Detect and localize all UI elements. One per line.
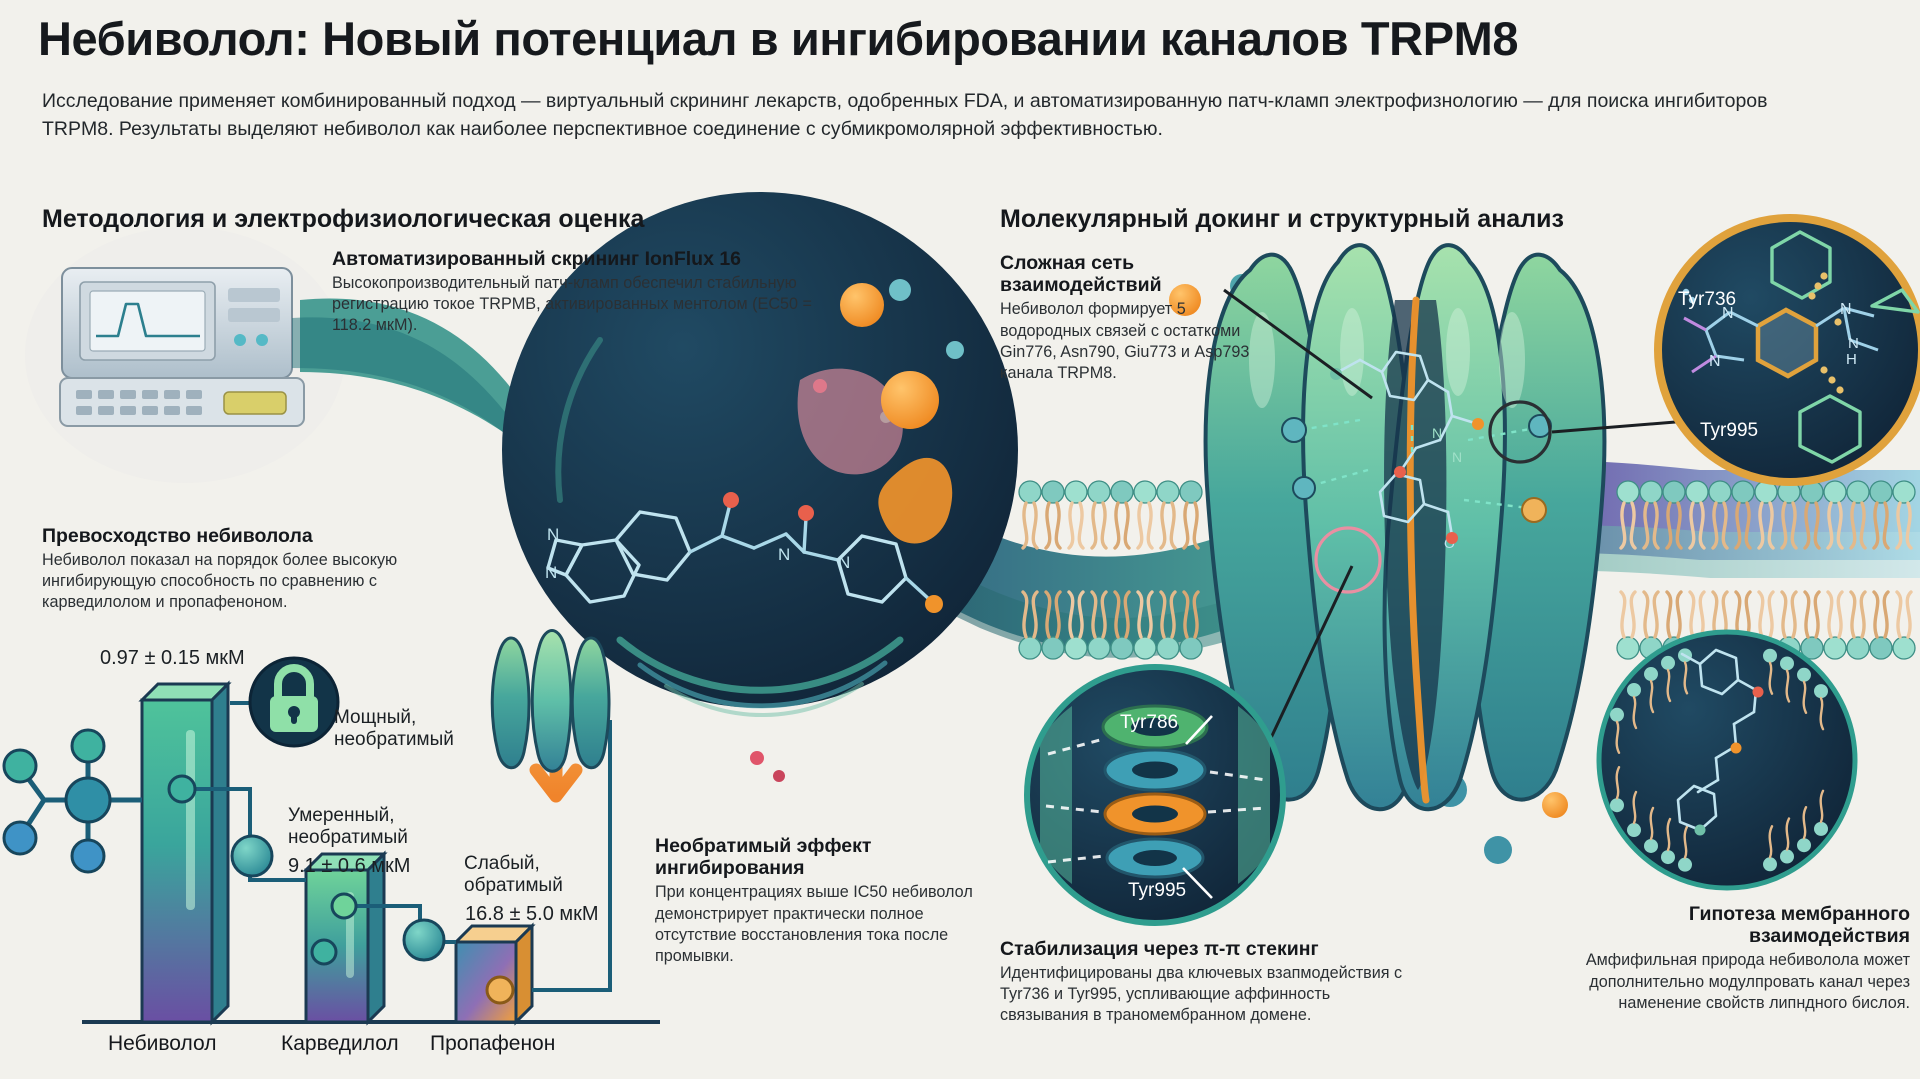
membrane-hypothesis-inset xyxy=(1596,629,1858,891)
molecule-cluster-icon xyxy=(2,728,142,874)
small-channel-icon xyxy=(490,629,611,773)
bar-category-carvedilol: Карведилол xyxy=(281,1032,399,1055)
block-membrane-title: Гипотеза мембранного взаимодействия xyxy=(1688,903,1910,948)
bar-category-propafenone: Пропафенон xyxy=(430,1032,556,1055)
page-subtitle: Исследование применяет комбинированный п… xyxy=(42,90,1768,140)
block-interaction-network: Сложная сеть взаимодействий Небиволол фо… xyxy=(1000,252,1250,384)
trpm8-channel-graphic: N N O xyxy=(1203,243,1607,812)
inset-label-tyr995-top: Tyr995 xyxy=(1700,420,1759,441)
block-superiority: Превосходство небиволола Небиволол показ… xyxy=(42,525,442,613)
block-membrane-hypothesis: Гипотеза мембранного взаимодействия Амфи… xyxy=(1565,903,1910,1014)
block-irreversible-title: Необратимый эффект ингибирования xyxy=(655,835,872,880)
svg-text:N: N xyxy=(1432,425,1442,441)
section-heading-docking: Молекулярный докинг и структурный анализ xyxy=(1000,205,1564,233)
svg-text:H: H xyxy=(1846,351,1857,368)
svg-text:N: N xyxy=(778,545,790,564)
svg-text:N: N xyxy=(545,563,557,582)
inset-label-tyr786: Tyr786 xyxy=(1120,712,1179,733)
inset-label-tyr995-bottom: Tyr995 xyxy=(1128,880,1187,901)
block-pipi-body: Идентифицированы два ключевых взапмодейс… xyxy=(1000,964,1403,1025)
bar-carvedilol xyxy=(302,850,388,1026)
block-network-body: Небиволол формирует 5 водородных связей … xyxy=(1000,300,1250,382)
svg-text:O: O xyxy=(1444,535,1455,551)
block-irreversible-body: При концентрациях выше IC50 небиволол де… xyxy=(655,883,973,965)
bar-nebivolol xyxy=(138,680,232,1026)
inset-label-tyr736: Tyr736 xyxy=(1678,289,1737,310)
lock-icon xyxy=(248,656,340,748)
block-pipi-title: Стабилизация через π-π стекинг xyxy=(1000,938,1319,960)
block-membrane-body: Амфифильная природа небиволола может доп… xyxy=(1585,951,1910,1012)
block-network-title: Сложная сеть взаимодействий xyxy=(1000,252,1162,297)
bar-value-nebivolol: 0.97 ± 0.15 мкМ xyxy=(100,647,245,669)
svg-text:N: N xyxy=(1452,449,1462,465)
svg-text:N: N xyxy=(1848,335,1859,352)
block-superiority-title: Превосходство небиволола xyxy=(42,525,313,547)
svg-text:N: N xyxy=(1709,353,1721,370)
potency-label-propafenone: Слабый, обратимый xyxy=(464,853,563,897)
bar-value-propafenone: 16.8 ± 5.0 мкМ xyxy=(465,903,599,925)
block-irreversible-inhibition: Необратимый эффект ингибирования При кон… xyxy=(655,835,985,967)
annotation-leader-lines xyxy=(1223,288,1701,741)
tyr-interaction-inset: N N N N H xyxy=(1654,214,1920,486)
bar-category-nebivolol: Небиволол xyxy=(108,1032,217,1055)
section-heading-methodology: Методология и электрофизиологическая оце… xyxy=(42,205,645,233)
flow-ribbon-graphic xyxy=(640,434,1920,658)
lipid-bilayer-membrane xyxy=(1018,480,1916,660)
block-pi-pi-stacking: Стабилизация через π-π стекинг Идентифиц… xyxy=(1000,938,1420,1026)
potency-label-carvedilol: Умеренный, необратимый xyxy=(288,805,408,849)
page-title: Небиволол: Новый потенциал в ингибирован… xyxy=(38,12,1519,65)
block-superiority-body: Небиволол показал на порядок более высок… xyxy=(42,551,398,612)
block-ionflux-body: Высокопроизводительный патч-кламп обеспе… xyxy=(332,274,813,335)
svg-text:N: N xyxy=(547,525,559,544)
svg-text:N: N xyxy=(1840,301,1852,318)
block-ionflux-screening: Автоматизированный скрининг IonFlux 16 В… xyxy=(332,248,852,336)
bar-propafenone xyxy=(452,922,536,1026)
arrow-down-icon xyxy=(529,653,583,803)
bar-value-carvedilol: 9.1 ± 0.6 мкМ xyxy=(288,855,411,877)
potency-label-nebivolol: Мощный, необратимый xyxy=(334,707,454,751)
svg-text:N: N xyxy=(838,553,850,572)
block-ionflux-title: Автоматизированный скрининг IonFlux 16 xyxy=(332,248,742,270)
